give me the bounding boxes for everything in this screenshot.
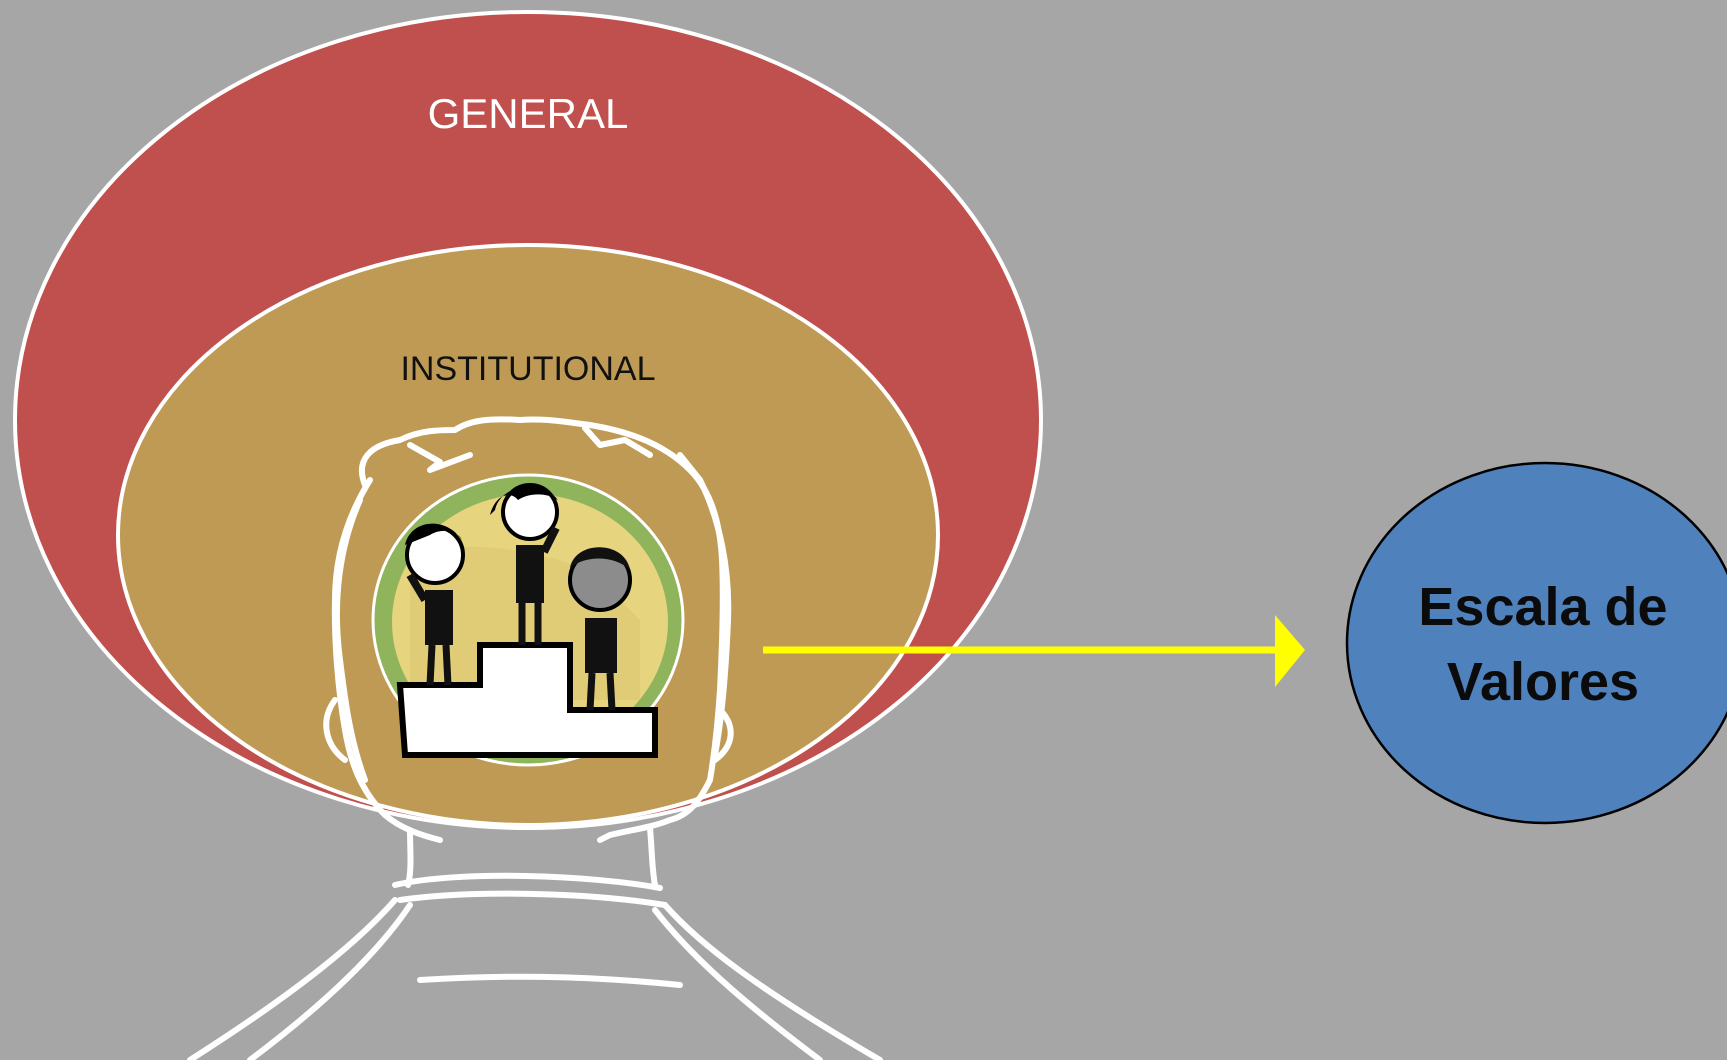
figure-right-icon: [568, 547, 632, 711]
escala-de-valores-label-line1: Escala de: [1418, 577, 1667, 637]
arrow-icon: [763, 615, 1305, 687]
head-silhouette-icon: [187, 416, 883, 1060]
general-label: GENERAL: [428, 90, 629, 137]
escala-de-valores-circle: [1345, 461, 1727, 825]
institutional-label: INSTITUTIONAL: [400, 350, 655, 388]
figure-center-icon: [490, 483, 560, 645]
podium-scene-icon: [371, 473, 685, 767]
figure-left-icon: [405, 523, 465, 686]
escala-de-valores-label-line2: Valores: [1447, 652, 1639, 712]
